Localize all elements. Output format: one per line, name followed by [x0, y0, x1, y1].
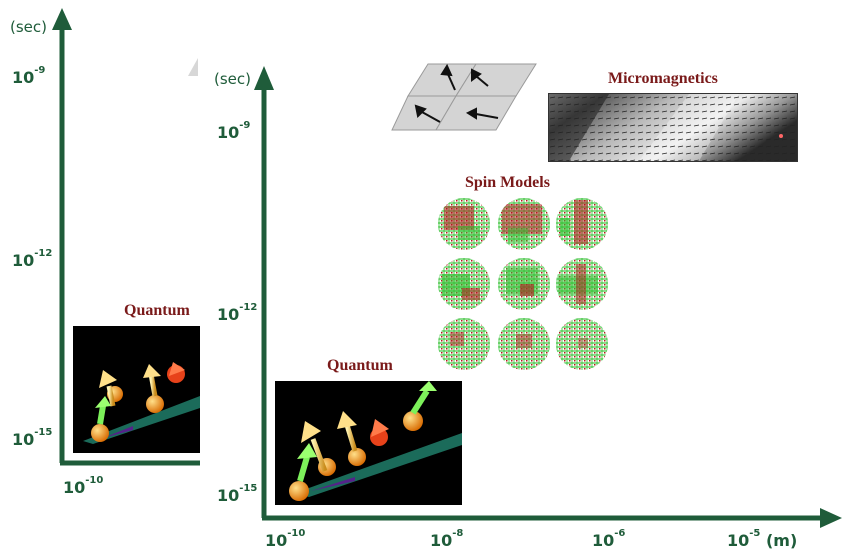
front-quantum-title: Quantum: [327, 357, 393, 374]
back-y-tick-1e-12: 10-12: [12, 248, 53, 270]
spin-models-title: Spin Models: [465, 174, 550, 191]
front-y-unit: (sec): [214, 70, 251, 88]
back-y-tick-1e-15: 10-15: [12, 427, 53, 449]
front-quantum-image: [275, 381, 462, 505]
x-unit: (m): [765, 531, 798, 550]
spin-model-cell: [556, 318, 608, 370]
micromagnetics-title: Micromagnetics: [608, 70, 718, 87]
spin-model-cell: [556, 198, 608, 250]
front-x-tick-1e-5: 10-5 (m): [727, 528, 798, 550]
micromagnetics-image: [548, 93, 798, 162]
back-quantum-image: [73, 326, 200, 453]
back-quantum-title: Quantum: [124, 302, 190, 319]
front-y-tick-1e-12: 10-12: [217, 302, 258, 324]
back-y-tick-1e-9: 10-9: [12, 65, 46, 87]
back-x-tick-1e-10: 10-10: [63, 475, 104, 497]
front-x-tick-1e-6: 10-6: [592, 528, 626, 550]
spin-model-cell: [438, 198, 490, 250]
spin-model-cell: [438, 258, 490, 310]
spin-model-cell: [556, 258, 608, 310]
spin-tiles-diagram: [391, 63, 537, 131]
front-y-tick-1e-15: 10-15: [217, 483, 258, 505]
spin-models-grid: [438, 198, 614, 370]
front-y-tick-1e-9: 10-9: [217, 120, 251, 142]
front-x-tick-1e-10: 10-10: [265, 528, 306, 550]
spin-model-cell: [498, 318, 550, 370]
spin-model-cell: [498, 198, 550, 250]
back-y-unit: (sec): [10, 18, 47, 36]
front-x-tick-1e-8: 10-8: [430, 528, 464, 550]
spin-model-cell: [498, 258, 550, 310]
spin-model-cell: [438, 318, 490, 370]
